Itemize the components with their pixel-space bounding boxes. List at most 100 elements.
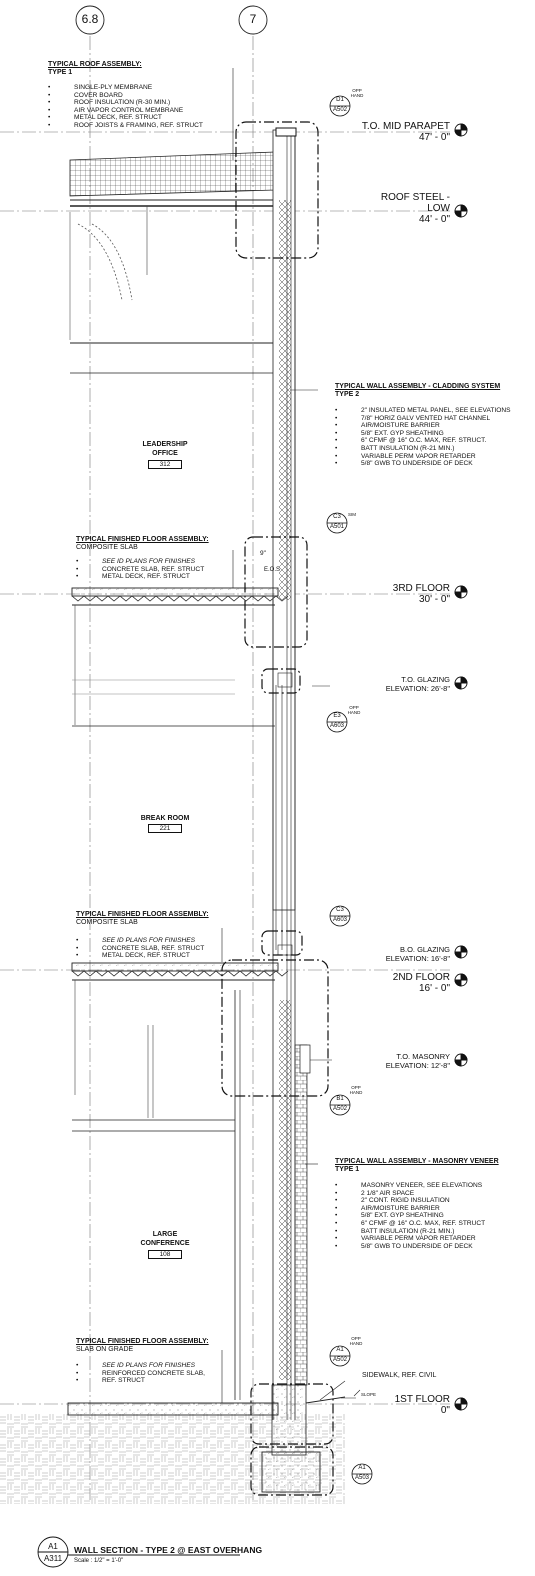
tag-b1-id[interactable]: B1 (336, 1096, 344, 1102)
to-glazing-elev: ELEVATION: 26'-8" (385, 684, 450, 693)
masonry-type: TYPE 1 (335, 1166, 360, 1173)
list-item: METAL DECK, REF. STRUCT (48, 114, 203, 122)
tag-e3-note: OPP HAND (347, 705, 361, 715)
list-item: BATT INSULATION (R-21 MIN.) (335, 1228, 485, 1236)
floor3-list: SEE ID PLANS FOR FINISHES CONCRETE SLAB,… (76, 558, 204, 581)
grid-label-left: 6.8 (81, 12, 99, 26)
tag-c3-603-id[interactable]: C3 (336, 907, 344, 913)
tag-d1-id[interactable]: D1 (336, 97, 344, 103)
slab-on-grade (0, 1384, 361, 1504)
level-floor1-elev: 0" (440, 1405, 450, 1416)
level-roof-elev: 44' - 0" (418, 214, 450, 225)
list-item: CONCRETE SLAB, REF. STRUCT (76, 566, 204, 574)
tag-e3-sheet[interactable]: A603 (329, 723, 344, 729)
masonry-list: MASONRY VENEER, SEE ELEVATIONS 2 1/8" AI… (335, 1182, 485, 1250)
list-item: AIR/MOISTURE BARRIER (335, 1205, 485, 1213)
slab-type: SLAB ON GRADE (76, 1346, 134, 1353)
level-markers (454, 123, 468, 1411)
list-item: BATT INSULATION (R-21 MIN.) (335, 445, 511, 453)
list-item: REINFORCED CONCRETE SLAB, (76, 1370, 205, 1378)
section-tags (326, 95, 373, 1485)
tag-a1-503-id[interactable]: A1 (358, 1465, 366, 1471)
room-number-312: 312 (148, 460, 182, 469)
tag-e3-id[interactable]: E3 (333, 713, 341, 719)
list-item: 7/8" HORIZ GALV VENTED HAT CHANNEL (335, 415, 511, 423)
level-parapet-elev: 47' - 0" (418, 132, 450, 143)
roof-assembly (69, 151, 276, 374)
level-floor1-name: 1ST FLOOR (394, 1394, 450, 1405)
room-large-line1: LARGE (152, 1231, 178, 1238)
tag-b1-sheet[interactable]: A502 (332, 1106, 347, 1112)
bo-glazing-elev: ELEVATION: 16'-8" (385, 954, 450, 963)
title-sheet-number: A311 (43, 1554, 63, 1563)
list-item: METAL DECK, REF. STRUCT (76, 952, 204, 960)
grid-bubble-7 (238, 5, 268, 35)
list-item: VARIABLE PERM VAPOR RETARDER (335, 453, 511, 461)
list-item: METAL DECK, REF. STRUCT (76, 573, 204, 581)
cladding-wall (272, 127, 297, 1420)
level-parapet-name: T.O. MID PARAPET (361, 121, 450, 132)
list-item: SEE ID PLANS FOR FINISHES (76, 1362, 205, 1370)
tag-a1-503-sheet[interactable]: A503 (354, 1475, 369, 1481)
list-item: MASONRY VENEER, SEE ELEVATIONS (335, 1182, 485, 1190)
title-detail-id: A1 (48, 1542, 58, 1551)
slab-list: SEE ID PLANS FOR FINISHES REINFORCED CON… (76, 1362, 205, 1385)
level-roof-name-2: LOW (427, 203, 450, 214)
list-item: 2" INSULATED METAL PANEL, SEE ELEVATIONS (335, 407, 511, 415)
floor2-title: TYPICAL FINISHED FLOOR ASSEMBLY: (76, 911, 209, 918)
tag-a1-sheet[interactable]: A502 (332, 1357, 347, 1363)
to-glazing-label: T.O. GLAZING (401, 675, 450, 684)
title-bubble (37, 1536, 240, 1568)
floor2-list: SEE ID PLANS FOR FINISHES CONCRETE SLAB,… (76, 937, 204, 960)
grid-bubble-6-8 (75, 5, 105, 35)
tag-c3-603-sheet[interactable]: A603 (332, 917, 347, 923)
to-masonry-elev: ELEVATION: 12'-8" (385, 1061, 450, 1070)
glazing (275, 672, 293, 956)
dimension-9in: 9" (260, 550, 266, 557)
list-item: 6" CFMF @ 16" O.C. MAX, REF. STRUCT (335, 1220, 485, 1228)
level-roof-name-1: ROOF STEEL - (380, 192, 450, 203)
list-item: 5/8" EXT. GYP SHEATHING (335, 1212, 485, 1220)
roof-assembly-type: TYPE 1 (48, 69, 73, 76)
roof-assembly-list: SINGLE-PLY MEMBRANE COVER BOARD ROOF INS… (48, 84, 203, 130)
room-large-line2: CONFERENCE (140, 1240, 190, 1247)
list-item: VARIABLE PERM VAPOR RETARDER (335, 1235, 485, 1243)
cladding-title: TYPICAL WALL ASSEMBLY - CLADDING SYSTEM (335, 383, 501, 390)
list-item: 2" CONT. RIGID INSULATION (335, 1197, 485, 1205)
list-item: ROOF INSULATION (R-30 MIN.) (48, 99, 203, 107)
floor2-type: COMPOSITE SLAB (76, 919, 138, 926)
tag-d1-sheet[interactable]: A502 (332, 107, 347, 113)
list-item: AIR VAPOR CONTROL MEMBRANE (48, 107, 203, 115)
leaders (221, 68, 346, 1403)
list-item: 5/8" GWB TO UNDERSIDE OF DECK (335, 460, 511, 468)
tag-b1-note: OPP HAND (349, 1085, 363, 1095)
tag-c3-id[interactable]: C3 (333, 514, 341, 520)
tag-a1-note: OPP HAND (349, 1336, 363, 1346)
tag-a1-id[interactable]: A1 (336, 1347, 344, 1353)
grid-lines (89, 36, 254, 1500)
list-item: CONCRETE SLAB, REF. STRUCT (76, 945, 204, 953)
level-floor3-name: 3RD FLOOR (392, 583, 450, 594)
list-item: SEE ID PLANS FOR FINISHES (76, 937, 204, 945)
masonry-title: TYPICAL WALL ASSEMBLY - MASONRY VENEER (335, 1158, 499, 1165)
room-break: BREAK ROOM (140, 815, 190, 822)
level-floor2-name: 2ND FLOOR (392, 972, 450, 983)
list-item: 5/8" EXT. GYP SHEATHING (335, 430, 511, 438)
detail-callouts (221, 121, 334, 1496)
tag-c3-sheet[interactable]: A501 (329, 524, 344, 530)
floor-3-slab (71, 587, 289, 727)
list-item: AIR/MOISTURE BARRIER (335, 422, 511, 430)
drawing-scale: Scale : 1/2" = 1'-0" (74, 1558, 124, 1564)
cladding-list: 2" INSULATED METAL PANEL, SEE ELEVATIONS… (335, 407, 511, 468)
room-number-221: 221 (148, 824, 182, 833)
bo-glazing-label: B.O. GLAZING (399, 945, 450, 954)
list-item: 6" CFMF @ 16" O.C. MAX, REF. STRUCT. (335, 437, 511, 445)
grid-label-right: 7 (249, 12, 257, 26)
level-floor3-elev: 30' - 0" (418, 594, 450, 605)
roof-assembly-title: TYPICAL ROOF ASSEMBLY: (48, 61, 142, 68)
level-floor2-elev: 16' - 0" (418, 983, 450, 994)
floor3-title: TYPICAL FINISHED FLOOR ASSEMBLY: (76, 536, 209, 543)
list-item: SINGLE-PLY MEMBRANE (48, 84, 203, 92)
cladding-type: TYPE 2 (335, 391, 360, 398)
